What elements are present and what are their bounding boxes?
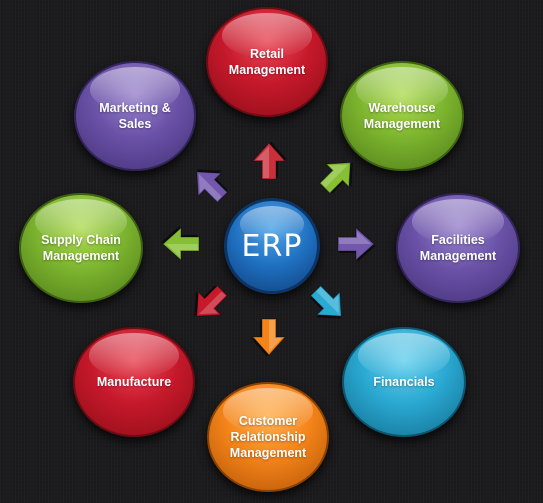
node-customer-relationship-management: Customer Relationship Management [207,382,329,492]
node-label: Manufacture [96,375,172,389]
node-label: Warehouse Management [363,101,441,131]
arrow-up-left [196,169,228,203]
arrow-up-right [319,162,353,194]
arrow-up [251,141,287,180]
arrow-left [161,226,200,262]
node-warehouse-management: Warehouse Management [340,61,464,171]
node-marketing-sales: Marketing & Sales [74,61,196,171]
node-label: Customer Relationship Management [229,414,307,460]
node-label: Retail Management [228,47,306,77]
node-financials: Financials [342,327,466,437]
node-label: Financials [373,375,435,389]
center-label: ERP [241,228,303,264]
center-node-erp: ERP [224,198,320,294]
arrow-down [251,318,287,357]
arrow-down-right [310,285,342,319]
node-label: Supply Chain Management [41,233,121,263]
node-supply-chain-management: Supply Chain Management [19,193,143,303]
node-label: Facilities Management [419,233,497,263]
node-retail-management: Retail Management [206,7,328,117]
arrow-right [337,226,376,262]
node-label: Marketing & Sales [99,101,171,131]
arrow-down-left [194,285,228,317]
node-facilities-management: Facilities Management [396,193,520,303]
node-manufacture: Manufacture [73,327,195,437]
